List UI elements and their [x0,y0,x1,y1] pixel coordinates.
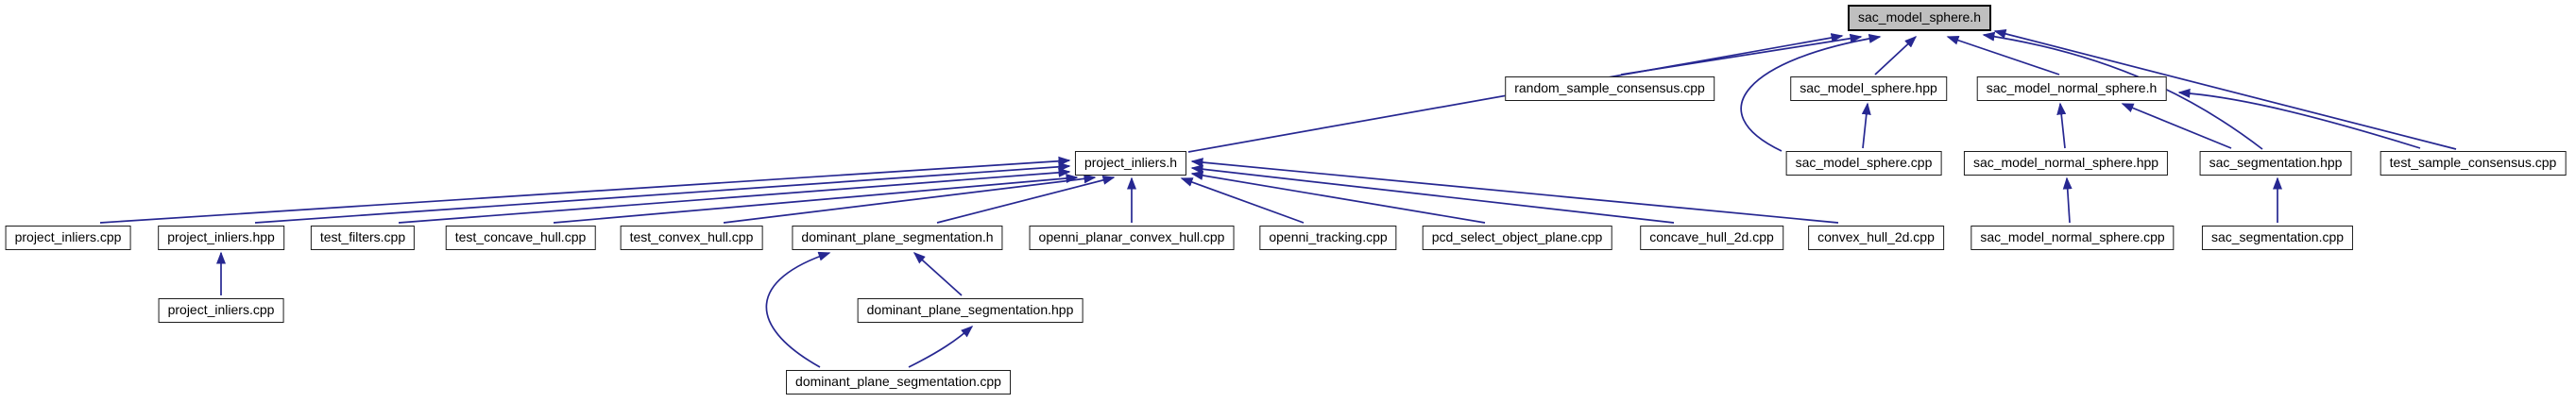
edge-dominant-plane-segmentation-cpp-to-dominant-plane-segmentation-h [765,251,831,368]
node-openni-planar-convex-hull-cpp[interactable]: openni_planar_convex_hull.cpp [1029,226,1235,250]
node-project-inliers-cpp-1[interactable]: project_inliers.cpp [5,226,131,250]
node-sac-model-normal-sphere-cpp[interactable]: sac_model_normal_sphere.cpp [1970,226,2175,250]
edge-pcd-select-object-plane-cpp-to-project-inliers-h [1190,170,1486,224]
node-sac-model-sphere-cpp[interactable]: sac_model_sphere.cpp [1785,151,1942,176]
edge-convex-hull-2d-cpp-to-project-inliers-h [1190,158,1839,224]
node-sac-model-normal-sphere-h[interactable]: sac_model_normal_sphere.h [1976,76,2167,101]
node-sac-segmentation-cpp[interactable]: sac_segmentation.cpp [2201,226,2354,250]
edge-test-concave-hull-cpp-to-project-inliers-h [553,174,1079,224]
edge-sac-model-sphere-cpp-to-sac-model-sphere-hpp [1861,102,1871,149]
node-dominant-plane-segmentation-h[interactable]: dominant_plane_segmentation.h [792,226,1003,250]
node-dominant-plane-segmentation-cpp[interactable]: dominant_plane_segmentation.cpp [786,370,1011,395]
edge-dominant-plane-segmentation-h-to-project-inliers-h [936,176,1116,224]
node-project-inliers-hpp[interactable]: project_inliers.hpp [158,226,284,250]
node-project-inliers-h[interactable]: project_inliers.h [1074,151,1187,176]
node-test-concave-hull-cpp[interactable]: test_concave_hull.cpp [445,226,596,250]
node-dominant-plane-segmentation-hpp[interactable]: dominant_plane_segmentation.hpp [857,298,1083,323]
node-pcd-select-object-plane-cpp[interactable]: pcd_select_object_plane.cpp [1422,226,1612,250]
edge-sac-model-normal-sphere-h-to-sac-model-sphere-h [1946,35,2060,76]
node-test-filters-cpp[interactable]: test_filters.cpp [310,226,416,250]
edge-test-convex-hull-cpp-to-project-inliers-h [723,174,1097,224]
node-random-sample-consensus-cpp[interactable]: random_sample_consensus.cpp [1505,76,1714,101]
node-sac-model-normal-sphere-hpp[interactable]: sac_model_normal_sphere.hpp [1963,151,2169,176]
edge-dominant-plane-segmentation-hpp-to-dominant-plane-segmentation-h [913,251,963,296]
edge-concave-hull-2d-cpp-to-project-inliers-h [1190,164,1675,224]
edge-project-inliers-hpp-to-project-inliers-h [254,161,1071,224]
node-sac-model-sphere-hpp[interactable]: sac_model_sphere.hpp [1790,76,1947,101]
node-convex-hull-2d-cpp[interactable]: convex_hull_2d.cpp [1808,226,1944,250]
node-concave-hull-2d-cpp[interactable]: concave_hull_2d.cpp [1640,226,1783,250]
node-sac-model-sphere-h[interactable]: sac_model_sphere.h [1848,5,1991,31]
edge-sac-model-sphere-cpp-to-sac-model-sphere-h [1740,33,1882,152]
node-project-inliers-cpp-2[interactable]: project_inliers.cpp [158,298,284,323]
edge-random-sample-consensus-cpp-to-sac-model-sphere-h [1620,33,1863,76]
edge-sac-model-normal-sphere-cpp-to-sac-model-normal-sphere-hpp [2062,176,2073,224]
edge-test-filters-cpp-to-project-inliers-h [398,167,1071,224]
edge-dominant-plane-segmentation-cpp-to-dominant-plane-segmentation-hpp [908,326,974,368]
edge-test-sample-consensus-cpp-to-sac-model-sphere-h [1993,29,2457,150]
edge-openni-tracking-cpp-to-project-inliers-h [1180,177,1305,224]
node-test-convex-hull-cpp[interactable]: test_convex_hull.cpp [620,226,763,250]
edge-sac-model-sphere-hpp-to-sac-model-sphere-h [1874,35,1918,76]
node-openni-tracking-cpp[interactable]: openni_tracking.cpp [1259,226,1397,250]
node-test-sample-consensus-cpp[interactable]: test_sample_consensus.cpp [2380,151,2567,176]
edge-test-sample-consensus-cpp-to-sac-model-normal-sphere-h [2177,88,2421,149]
node-sac-segmentation-hpp[interactable]: sac_segmentation.hpp [2199,151,2352,176]
edge-sac-model-normal-sphere-hpp-to-sac-model-normal-sphere-h [2056,102,2067,149]
edge-sac-segmentation-hpp-to-sac-model-normal-sphere-h [2121,103,2232,149]
edge-project-inliers-cpp-to-project-inliers-h [99,156,1071,224]
